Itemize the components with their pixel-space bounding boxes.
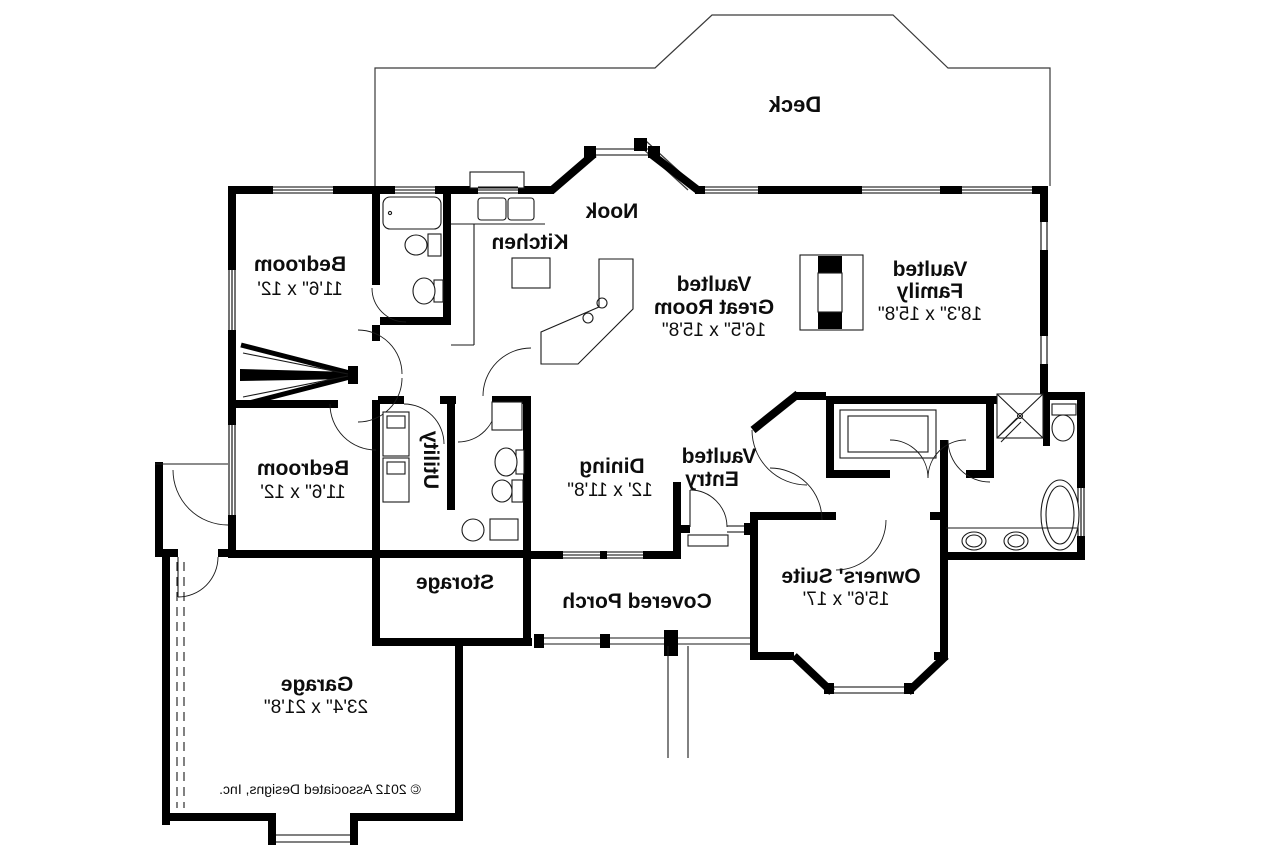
window [228,148,1085,843]
porch-post [664,630,678,656]
dims-great-room: 16'5" x 15'8" [662,320,766,341]
label-bedroom-lower: Bedroom [257,457,349,480]
label-family: Family [896,280,963,303]
closet-shelf [839,409,937,459]
porch-post [600,634,610,648]
sink [412,277,436,305]
windows [228,148,1085,843]
toilet-tank [511,479,524,503]
label-owners-suite: Owners' Suite [781,565,920,588]
label-family-prefix: Vaulted [893,258,968,281]
dims-garage: 23'4" x 21'8" [264,697,368,718]
toilet-tank [1051,403,1077,416]
tub [1040,479,1080,551]
furnace [489,518,519,541]
dims-bedroom-upper: 11'6" x 12' [257,279,342,300]
corner-shower [996,393,1044,443]
toilet-tank [427,233,442,257]
deck-outline [374,14,1051,191]
dims-dining: 12' x 11'8" [567,480,652,501]
room-labels: Deck Bedroom 11'6" x 12' Nook Kitchen Va… [219,92,982,797]
label-entry: Entry [685,468,739,491]
label-utility: Utility [419,431,442,490]
kitchen-island [540,258,634,365]
label-great-room: Great Room [654,296,774,319]
label-garage: Garage [281,673,353,696]
shower [491,401,523,431]
toilet [491,479,513,503]
burner [596,297,608,309]
doors [155,287,991,598]
door-step [687,534,729,547]
label-entry-prefix: Vaulted [682,445,757,468]
dims-family: 18'3" x 15'8" [878,304,982,325]
label-dining: Dining [579,455,644,478]
label-covered-porch: Covered Porch [562,590,711,613]
fireplace [799,254,864,331]
porch-post [534,634,544,648]
kitchen-sink [477,197,507,221]
burner [582,312,594,324]
label-storage: Storage [416,571,494,594]
walls [155,146,1085,845]
copyright-text: © 2012 Associated Designs, Inc. [219,781,421,797]
label-great-room-prefix: Vaulted [677,273,752,296]
dims-owners-suite: 15'6" x 17' [803,589,890,610]
toilet [1051,414,1075,442]
sink [494,447,518,477]
label-bedroom-upper: Bedroom [254,253,346,276]
toilet [404,234,428,256]
label-nook: Nook [585,200,638,223]
fixtures [382,196,1080,551]
dims-bedroom-lower: 11'6" x 12' [260,482,345,503]
label-deck: Deck [768,92,821,117]
kitchen-sink [507,197,535,221]
water-heater [461,518,485,542]
bathtub [382,196,442,230]
label-kitchen: Kitchen [491,231,568,254]
kitchen-cabinet [511,257,551,289]
site-details [176,534,750,808]
